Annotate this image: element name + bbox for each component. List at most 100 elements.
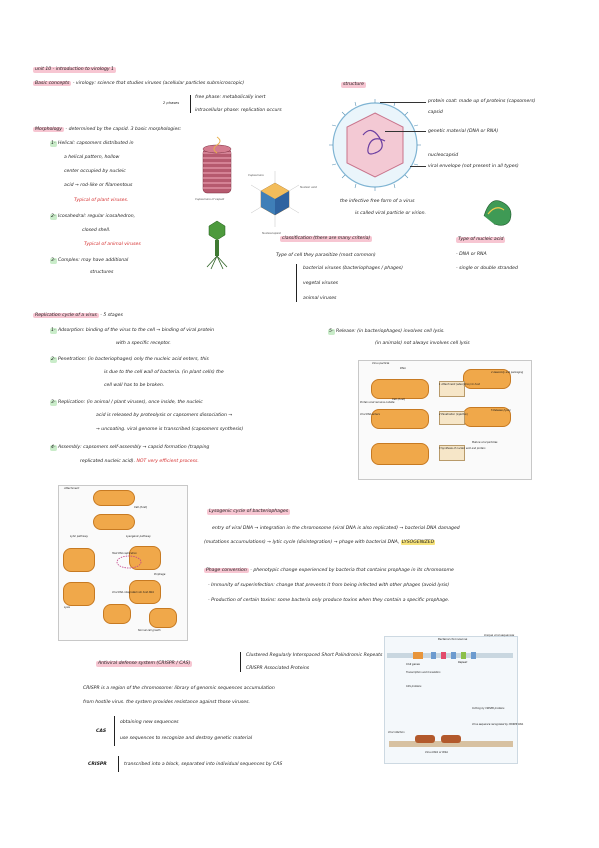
label-nucleocapsid: Nucleocapsid [262, 231, 281, 235]
crispr-expansion-2: CRISPR Associated Proteins [246, 666, 310, 671]
basic-concepts-text: - virology: science that studies viruses… [71, 81, 245, 86]
replication-heading: Replication cycle of a virus - 5 stages [33, 313, 123, 319]
cell-stage-2 [371, 409, 429, 429]
class-bacterial: bacterial viruses (bacteriophages / phag… [303, 266, 403, 271]
lyso-cell-bottom-1 [103, 604, 131, 624]
replication-line-2: acid is released by proteolysis or capso… [96, 413, 233, 418]
replication-line-3: → uncoating. viral genome is transcribed… [96, 427, 244, 432]
repeat-block-1 [431, 652, 436, 659]
crispr-item: transcribed into a block, separated into… [124, 762, 283, 767]
fig-release: 5 Release (lysis) [491, 409, 511, 412]
complex-num: 3- [50, 258, 57, 264]
crispr-expansion-1: Clustered Regularly Interspaced Short Pa… [246, 653, 383, 658]
lysogenic-label: Lysogenic cycle of bacteriophages [207, 509, 291, 515]
lyso-cell-lyso-2 [129, 580, 161, 604]
lyso-prophage: Prophage [154, 573, 166, 576]
crispr-fig-chromosome: Bacterial chromosome [438, 638, 468, 641]
box-synthesis [439, 445, 465, 461]
immunity-text: - Immunity of superinfection: change tha… [208, 583, 450, 588]
viral-envelope: viral envelope (not present in all types… [428, 164, 519, 169]
box-attachment [439, 381, 465, 397]
crispr-fig-unique: Unique viral sequences [484, 634, 515, 637]
phage-conversion-label: Phage conversion [204, 568, 249, 573]
fig-dna: DNA [400, 367, 406, 370]
helical-line-2: a helical pattern, hollow [64, 155, 120, 160]
lysogenic-figure [58, 485, 188, 641]
adsorption-num: 1- [50, 328, 57, 334]
lyso-cell-lytic-2 [63, 582, 95, 606]
helical-line-4: acid → rod-like or filamentous [64, 183, 133, 188]
crispr-fig-cutting: Cutting by CRISPR proteins [472, 707, 505, 710]
fig-viral-dna-enters: Viral DNA enters [360, 413, 380, 416]
lyso-normal-growth: Normal cell growth [138, 629, 161, 632]
cas-gene-block [413, 652, 423, 659]
classification-brace [296, 264, 297, 302]
assembly-num: 4- [50, 445, 57, 451]
helical-line-1: Helical: capsomers distributed in [58, 141, 134, 146]
pointer-protein-coat [380, 102, 426, 103]
crispr-row-label: CRISPR [88, 762, 107, 767]
lyso-cell-lyso-1 [129, 546, 161, 570]
icosa-line-2: closed shell. [82, 228, 111, 233]
cas-protein-2 [441, 735, 461, 743]
spacer-block-2 [461, 652, 466, 659]
fig-assembly: 4 Assembly and packaging [491, 371, 524, 374]
crispr-fig-transcription: Transcription and translation [406, 671, 441, 674]
lysogenized-badge: LYSOGENIZED [400, 540, 436, 545]
intracellular-phase: intracellular phase: replication occurs [195, 108, 282, 113]
lyso-lysogenic-path: Lysogenic pathway [126, 535, 151, 538]
crispr-row-brace [118, 756, 119, 772]
cas-brace [114, 716, 115, 746]
icosa-line-1: Icosahedral: regular icosahedron, [58, 214, 136, 219]
toxins-text: - Production of certain toxins: some bac… [208, 598, 450, 603]
penetration-num: 2- [50, 357, 57, 363]
lyso-lysis: Lysis [64, 606, 70, 609]
crispr-def-2: from hostile virus. the system provides … [83, 700, 250, 705]
icosa-num: 2- [50, 214, 57, 220]
assembly-line-1: Assembly: capsomers self-assembly → caps… [58, 445, 210, 450]
pointer-envelope [410, 166, 426, 167]
protein-coat: protein coat: made up of proteins (capso… [428, 99, 536, 104]
phage-conversion: Phage conversion - phenotypic change exp… [204, 568, 454, 574]
morphology-heading: Morphology - determined by the capsid. 3… [33, 127, 181, 133]
fig-protein-coat: Protein coat remains outside [360, 401, 395, 404]
virion-line-2: is called viral particle or virion. [355, 211, 426, 216]
lyso-cell-lytic-1 [63, 548, 95, 572]
genetic-material: genetic material (DNA or RNA) [428, 129, 499, 134]
assembly-red: NOT very efficient process. [136, 459, 199, 464]
lyso-lytic-path: Lytic pathway [70, 535, 89, 538]
virus-genome [362, 129, 386, 155]
repeat-block-2 [451, 652, 456, 659]
repeat-block-3 [471, 652, 476, 659]
free-phase: free phase: metabolically inert [195, 95, 266, 100]
virion-line-1: the infective free form of a virus [340, 199, 415, 204]
virus-structure-diagram [329, 99, 421, 191]
complex-virus-illustration [206, 220, 228, 270]
penetration-line-2: is due to the cell wall of bacteria. (in… [104, 370, 224, 375]
label-nucleic-acid: Nucleic acid [300, 185, 317, 189]
lysogenic-dna-loop [116, 555, 142, 569]
classification-label: classification (there are many criteria) [280, 236, 373, 242]
lyso-cell-bottom-2 [149, 608, 177, 628]
assembly-line-2: replicated nucleic acid). NOT very effic… [80, 459, 199, 465]
release-line-1: Release: (in bacteriophages) involves ce… [336, 329, 445, 334]
adsorption-line-2: with a specific receptor. [116, 341, 171, 346]
crispr-fig-virus-dna: Virus DNA or RNA [425, 751, 448, 754]
phage-conversion-text: - phenotypic change experienced by bacte… [248, 568, 454, 573]
cas-protein-1 [415, 735, 435, 743]
crispr-fig-recognized: Virus sequence recognized by CRISPR RNA [472, 723, 524, 726]
type-of-host: Type of cell they parasitize (most commo… [276, 253, 376, 258]
basic-concepts: Basic concepts - virology: science that … [33, 81, 244, 87]
fig-virus-particle: Virus particle [372, 362, 390, 365]
structure-label: structure [341, 82, 366, 88]
replication-figure [358, 360, 532, 480]
morphology-label: Morphology [33, 127, 65, 132]
virion-illustration [483, 200, 512, 226]
capsid: capsid [428, 110, 443, 115]
fig-attachment: 1 Attachment (adsorption) to host [439, 383, 480, 386]
complex-line-1: Complex: may have additional [58, 258, 129, 263]
crispr-brace [240, 652, 241, 672]
cell-stage-4 [463, 369, 511, 389]
crispr-def-1: CRISPR is a region of the chromosome: li… [83, 686, 275, 691]
penetration-line-3: cell wall has to be broken. [104, 383, 165, 388]
